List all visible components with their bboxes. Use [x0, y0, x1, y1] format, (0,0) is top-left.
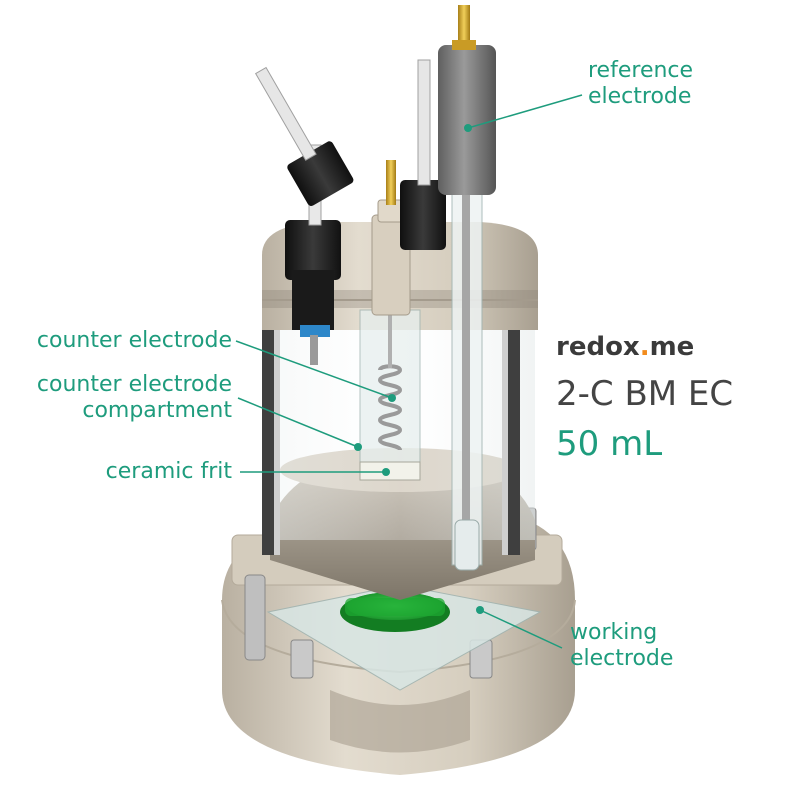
leader-dots [354, 124, 484, 614]
counter-electrode-leader [235, 340, 393, 399]
brand-name-part2: me [649, 332, 695, 362]
counter-electrode-dot [388, 394, 396, 402]
reference-electrode-label-line2: electrode [588, 84, 692, 109]
reference-electrode-label: reference electrode [588, 58, 693, 110]
leader-lines [235, 94, 583, 649]
working-electrode-dot [476, 606, 484, 614]
brand-name-dot: . [639, 332, 650, 362]
working-electrode-leader [479, 609, 563, 649]
brand-logo: redox.me [556, 332, 694, 362]
gas-inlet-cap [254, 66, 354, 206]
counter-electrode-compartment-dot [354, 443, 362, 451]
ceramic-frit-dot [382, 468, 390, 476]
reference-electrode-leader [467, 94, 583, 129]
working-electrode-label-line1: working [570, 620, 658, 645]
middle-port-cap [400, 59, 446, 250]
counter-electrode-label: counter electrode [36, 328, 232, 353]
reference-electrode [438, 5, 496, 571]
reference-electrode-label-line1: reference [588, 58, 694, 83]
brand-name-part1: redox [556, 332, 640, 362]
counter-electrode-compartment-label-line2: compartment [82, 398, 232, 423]
product-volume: 50 mL [556, 424, 663, 464]
reference-electrode-dot [464, 124, 472, 132]
working-electrode-label-line2: electrode [570, 646, 674, 671]
working-electrode-assembly [266, 584, 542, 691]
counter-electrode-compartment-label: counter electrode compartment [6, 372, 232, 424]
counter-electrode-compartment-label-line1: counter electrode [36, 372, 232, 397]
ceramic-frit-label: ceramic frit [105, 459, 232, 484]
product-name: 2-C BM EC [556, 374, 734, 414]
counter-electrode-compartment-leader [237, 397, 359, 448]
working-electrode-label: working electrode [570, 620, 673, 672]
